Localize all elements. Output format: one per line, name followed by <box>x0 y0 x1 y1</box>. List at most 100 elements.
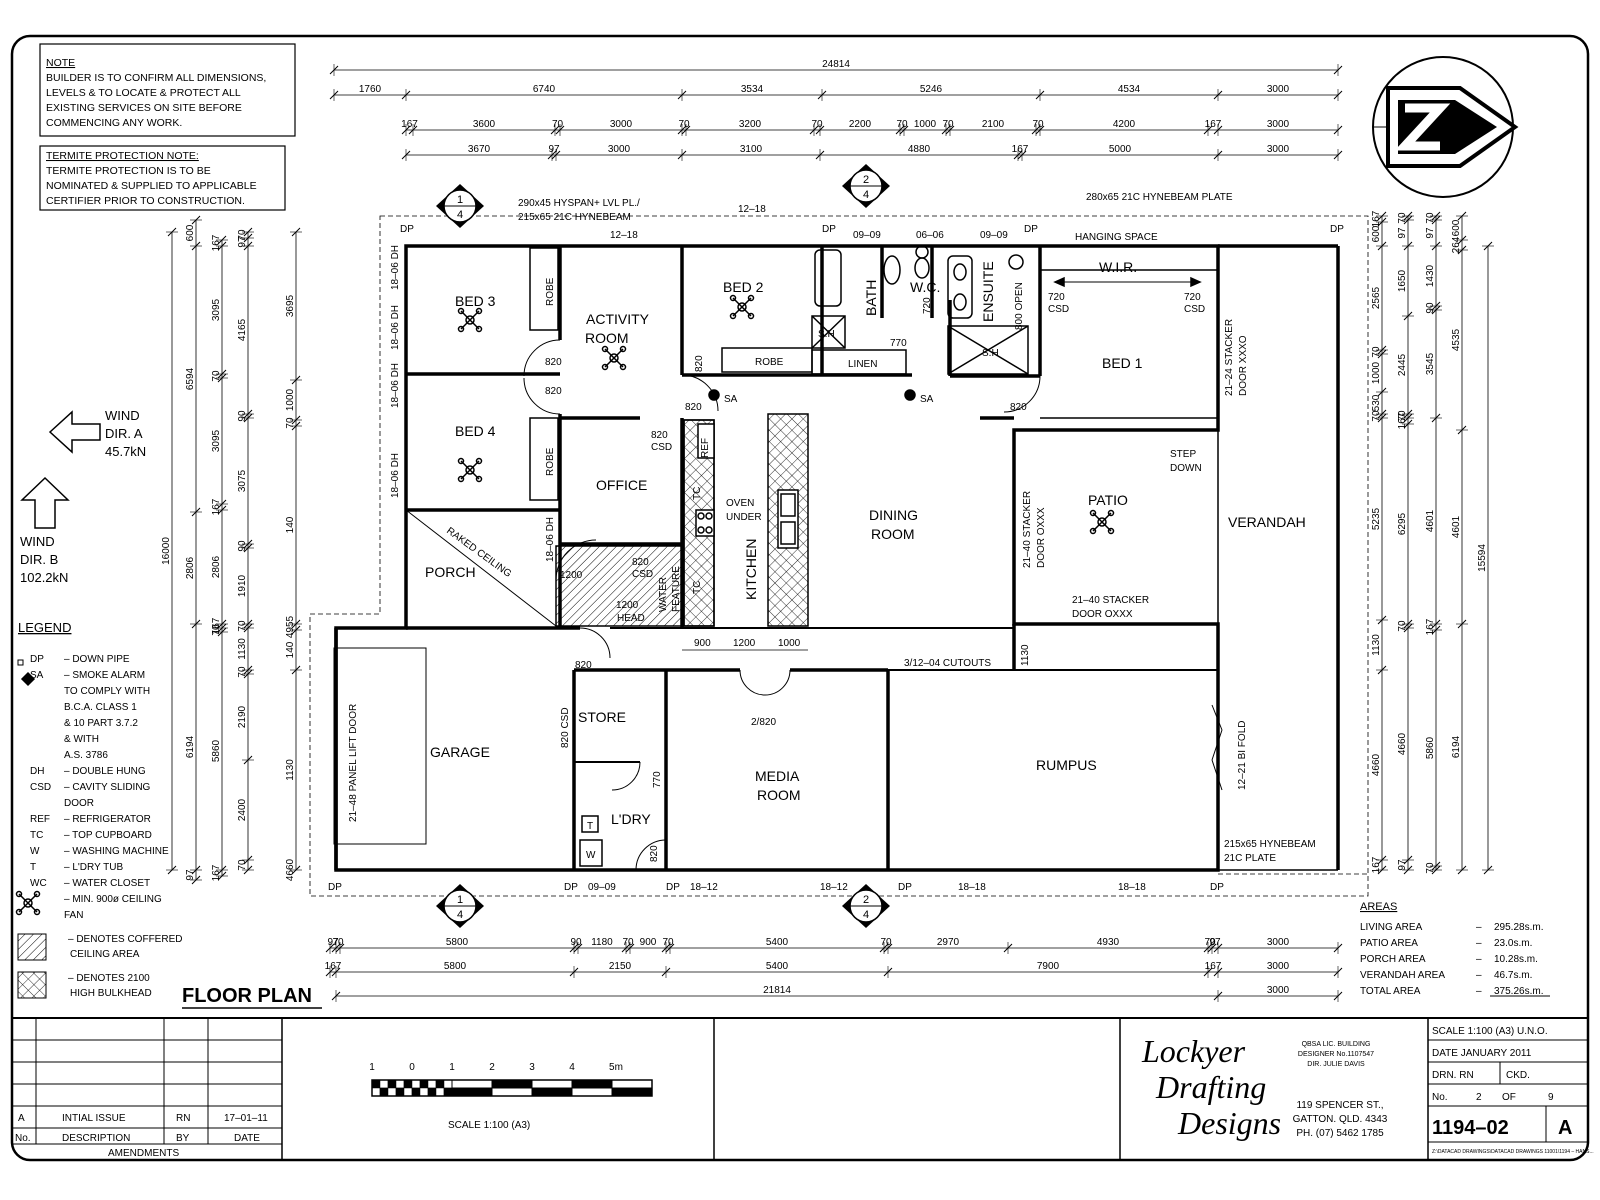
dimension-value: 4534 <box>1118 84 1141 95</box>
window-labels: 18–06 DH 18–06 DH 18–06 DH 18–06 DH 18–0… <box>328 204 1344 893</box>
wind-a-dir: DIR. A <box>105 426 143 441</box>
smoke-alarm-icon <box>904 389 916 401</box>
window-label: 18–06 DH <box>390 245 401 290</box>
room-office: OFFICE <box>596 477 647 493</box>
legend-desc: TO COMPLY WITH <box>64 686 150 697</box>
dp-label: DP <box>666 882 680 893</box>
scale-tick: 4 <box>569 1062 575 1073</box>
dimension-value: 5246 <box>920 84 943 95</box>
dimension-value: 70 <box>1425 212 1436 224</box>
dimension-value: 70 <box>1371 410 1382 422</box>
dimension-value: 3000 <box>1267 961 1290 972</box>
label-hyspan: 290x45 HYSPAN+ LVL PL./ <box>518 198 640 209</box>
dimension-value: 2806 <box>185 556 196 579</box>
label-sa: SA <box>724 394 738 405</box>
basin-icon <box>883 255 901 285</box>
window-label: 18–12 <box>820 882 848 893</box>
dimension-value: 4601 <box>1425 509 1436 532</box>
downpipe-icon <box>17 659 24 666</box>
dimension-value: 70 <box>237 620 248 632</box>
dimension-value: 16000 <box>161 537 172 565</box>
label-1200: 1200 <box>560 570 583 581</box>
dimension-value: 167 <box>1205 119 1222 130</box>
dimension-value: 97 <box>1397 859 1408 871</box>
checked-by: CKD. <box>1506 1070 1530 1081</box>
area-dash: – <box>1476 922 1482 933</box>
label-hynebeam: 215x65 HYNEBEAM <box>1224 839 1316 850</box>
label-lift-door: 21–48 PANEL LIFT DOOR <box>348 704 359 822</box>
dimension-value: 6194 <box>185 735 196 758</box>
dp-label: DP <box>822 224 836 235</box>
dimension-value: 70 <box>1425 862 1436 874</box>
legend-desc: – MIN. 900ø CEILING <box>64 894 162 905</box>
label-stacker: DOOR OXXX <box>1036 507 1047 568</box>
dimension-value: 97 <box>185 869 196 881</box>
dimension-value: 3200 <box>739 119 762 130</box>
dimension-value: 2100 <box>982 119 1005 130</box>
legend-title: LEGEND <box>18 620 71 635</box>
room-kitchen: KITCHEN <box>743 539 759 600</box>
dimension-value: 167 <box>1371 210 1382 227</box>
legend-bulkhead: – DENOTES 2100 <box>68 973 150 984</box>
areas-table: AREAS LIVING AREA–295.28s.m.PATIO AREA–2… <box>1360 901 1550 997</box>
ensuite-toilet-icon <box>1008 254 1024 270</box>
dimension-value: 2565 <box>1371 286 1382 309</box>
dimension-value: 3534 <box>741 84 764 95</box>
dimension-value: 70 <box>1397 212 1408 224</box>
label-water: FEATURE <box>671 566 682 612</box>
dimension-value: 70 <box>552 119 564 130</box>
fridge-icon <box>697 423 715 459</box>
dimension-value: 167 <box>1205 961 1222 972</box>
room-media: ROOM <box>757 787 801 803</box>
legend-desc: DOOR <box>64 798 94 809</box>
fixtures <box>333 245 1202 867</box>
note-line: LEVELS & TO LOCATE & PROTECT ALL <box>46 87 241 99</box>
legend-coffered: CEILING AREA <box>70 949 140 960</box>
legend-desc: – WASHING MACHINE <box>64 846 169 857</box>
label-820: 820 <box>575 660 592 671</box>
logo-text: Lockyer <box>1141 1033 1246 1069</box>
doors <box>523 339 1223 871</box>
dimension-value: 3695 <box>285 294 296 317</box>
legend-desc: & 10 PART 3.7.2 <box>64 718 138 729</box>
dimension-value: 6740 <box>533 84 556 95</box>
dimension-value: 97 <box>1209 937 1221 948</box>
dimension-value: 5860 <box>211 739 222 762</box>
garage-door <box>333 647 427 845</box>
dimension-value: 167 <box>325 961 342 972</box>
dimension-value: 70 <box>622 937 634 948</box>
dp-label: DP <box>1210 882 1224 893</box>
label-720: 720 <box>922 297 933 314</box>
label-720csd: CSD <box>1184 304 1205 315</box>
dimension-value: 167 <box>1397 412 1408 429</box>
dimension-value: 4165 <box>237 318 248 341</box>
legend-abbr: DP <box>30 654 44 665</box>
ceiling-fan-icon <box>15 890 41 916</box>
dimension-value: 6295 <box>1397 512 1408 535</box>
label-820csd: 820 CSD <box>560 707 571 748</box>
window-label: 18–06 DH <box>390 305 401 350</box>
wind-b-label: WIND <box>20 534 55 549</box>
dimension-value: 4535 <box>1451 328 1462 351</box>
dimension-value: 140 <box>285 641 296 658</box>
date-value: DATE JANUARY 2011 <box>1432 1048 1532 1059</box>
label-stacker: 21–40 STACKER <box>1022 491 1033 568</box>
label-tc: TC <box>692 487 703 500</box>
label-ref: REF <box>700 438 711 458</box>
area-dash: – <box>1476 954 1482 965</box>
shower-icon <box>811 315 846 349</box>
dimension-value: 4880 <box>908 144 931 155</box>
room-bed1: BED 1 <box>1102 355 1143 371</box>
dimension-value: 97 <box>1425 227 1436 239</box>
scale-tick: 1 <box>369 1062 375 1073</box>
dimension-value: 167 <box>401 119 418 130</box>
coffered-swatch <box>17 933 47 961</box>
dimension-value: 1760 <box>359 84 382 95</box>
section-sheet: 4 <box>457 909 463 921</box>
dimension-value: 900 <box>640 937 657 948</box>
vanity-icon <box>947 255 973 319</box>
dimension-value: 167 <box>1012 144 1029 155</box>
dimension-value: 4930 <box>1097 937 1120 948</box>
